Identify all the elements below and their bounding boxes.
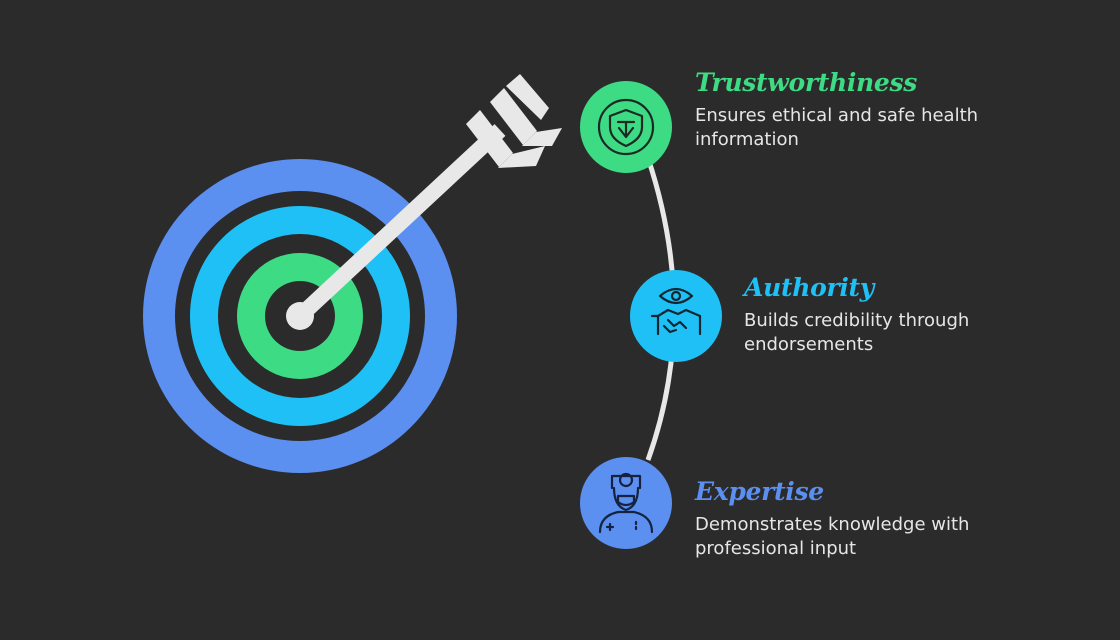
- arrow-tip: [286, 302, 314, 330]
- item-trustworthiness: Trustworthiness Ensures ethical and safe…: [695, 68, 995, 152]
- node-circle-authority: [630, 270, 722, 362]
- item-expertise: Expertise Demonstrates knowledge with pr…: [695, 477, 995, 561]
- item-description: Demonstrates knowledge with professional…: [695, 514, 970, 559]
- item-title: Authority: [744, 273, 875, 302]
- eye-handshake-icon: [650, 287, 702, 336]
- arrow-fletching-top-3: [506, 74, 549, 120]
- node-expertise: [580, 457, 672, 549]
- shield-icon: [597, 98, 655, 156]
- item-title: Expertise: [695, 477, 824, 506]
- item-title: Trustworthiness: [695, 68, 918, 97]
- item-description: Ensures ethical and safe health informat…: [695, 105, 979, 150]
- arrow: [286, 74, 562, 330]
- item-authority: Authority Builds credibility through end…: [744, 273, 1044, 357]
- doctor-icon: [598, 472, 654, 534]
- arrow-fletching-side: [498, 146, 545, 168]
- arrow-fletching-side-2: [522, 128, 562, 146]
- arrow-fletching-top-2: [490, 88, 537, 145]
- arrow-shaft: [294, 124, 506, 322]
- arrow-fletching-top: [466, 110, 513, 167]
- item-description: Builds credibility through endorsements: [744, 310, 970, 355]
- node-trustworthiness: [580, 81, 672, 173]
- node-authority: [630, 270, 722, 362]
- node-circle-expertise: [580, 457, 672, 549]
